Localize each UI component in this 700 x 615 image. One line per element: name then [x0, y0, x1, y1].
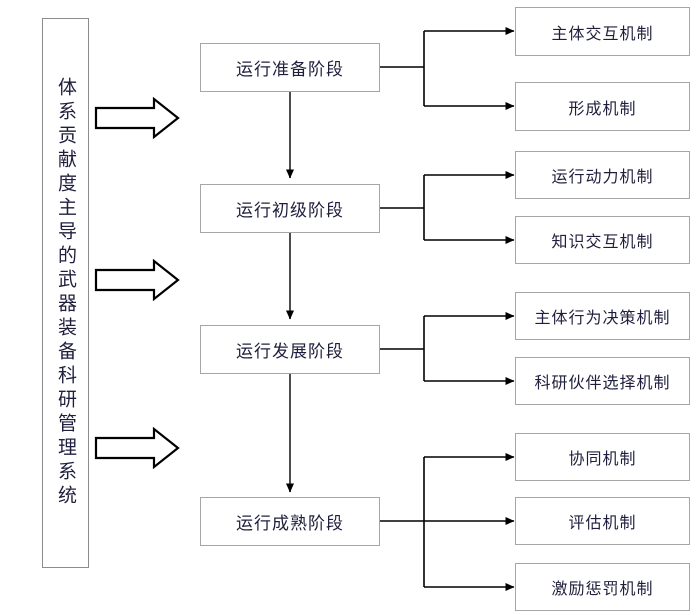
block-arrow-3: [94, 426, 180, 470]
mechanism-box-1-label: 主体交互机制: [551, 25, 654, 43]
mechanism-box-2[interactable]: 形成机制: [515, 82, 690, 131]
branch-connector-group-3: [380, 312, 515, 385]
mechanism-box-3[interactable]: 运行动力机制: [515, 151, 690, 199]
branch-connector-group-1: [380, 27, 515, 110]
branch-connector-group-4: [380, 453, 515, 591]
mechanism-box-9[interactable]: 激励惩罚机制: [515, 563, 690, 611]
mechanism-box-8[interactable]: 评估机制: [515, 497, 690, 545]
mechanism-box-9-label: 激励惩罚机制: [551, 581, 654, 598]
mechanism-box-4[interactable]: 知识交互机制: [515, 216, 690, 264]
mechanism-box-5-label: 主体行为决策机制: [534, 310, 671, 327]
block-arrow-1: [94, 96, 180, 140]
stage-box-2-label: 运行初级阶段: [236, 201, 344, 220]
mechanism-box-7-label: 协同机制: [568, 451, 637, 468]
mechanism-box-2-label: 形成机制: [568, 100, 637, 118]
mechanism-box-4-label: 知识交互机制: [551, 234, 654, 251]
branch-connector-group-2: [380, 171, 515, 244]
mechanism-box-5[interactable]: 主体行为决策机制: [515, 292, 690, 340]
stage-box-4-label: 运行成熟阶段: [236, 514, 344, 533]
title-box: 体系贡献度主导的武器装备科研管理系统: [42, 18, 89, 568]
stage-box-2[interactable]: 运行初级阶段: [200, 184, 380, 233]
mechanism-box-3-label: 运行动力机制: [551, 169, 654, 186]
mechanism-box-7[interactable]: 协同机制: [515, 433, 690, 481]
mechanism-box-8-label: 评估机制: [568, 515, 637, 532]
stage-box-4[interactable]: 运行成熟阶段: [200, 497, 380, 546]
mechanism-box-6[interactable]: 科研伙伴选择机制: [515, 357, 690, 405]
stage-box-3[interactable]: 运行发展阶段: [200, 325, 380, 374]
stage-box-1-label: 运行准备阶段: [236, 60, 344, 79]
block-arrow-2: [94, 258, 180, 302]
title-box-label: 体系贡献度主导的武器装备科研管理系统: [55, 77, 76, 509]
mechanism-box-1[interactable]: 主体交互机制: [515, 7, 690, 56]
stage-box-1[interactable]: 运行准备阶段: [200, 43, 380, 92]
mechanism-box-6-label: 科研伙伴选择机制: [534, 375, 671, 392]
stage-box-3-label: 运行发展阶段: [236, 342, 344, 361]
